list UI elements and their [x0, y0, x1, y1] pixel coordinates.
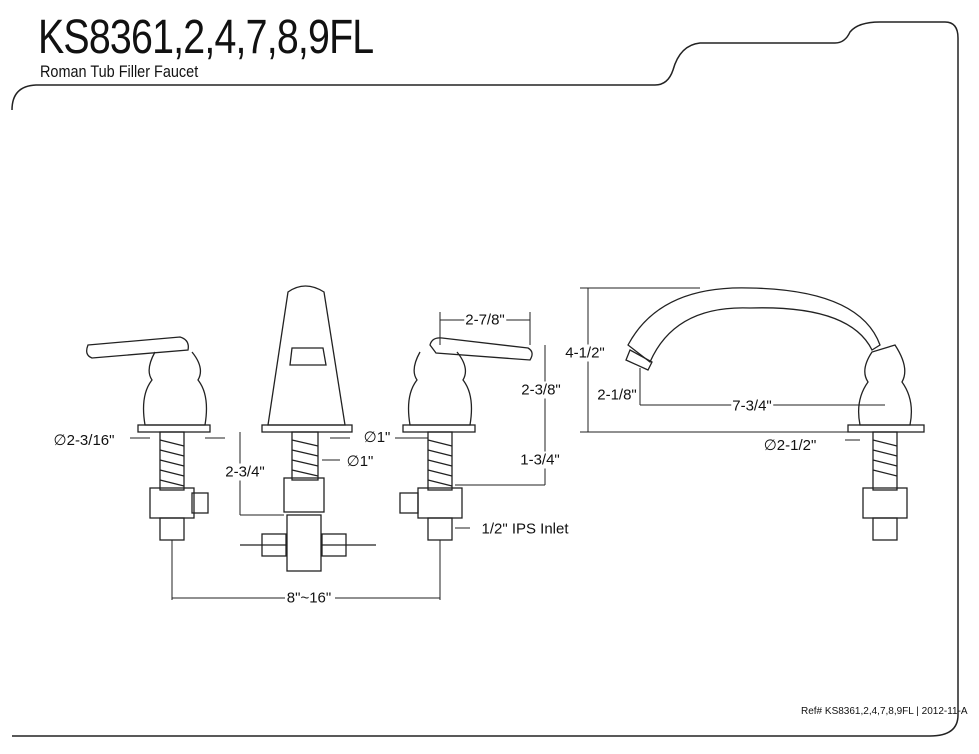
dim-spout-height: 4-1/2" [564, 344, 606, 362]
sheet-frame [11, 21, 959, 737]
page-subtitle: Roman Tub Filler Faucet [40, 62, 199, 81]
dim-handle-width: 2-7/8" [464, 311, 506, 329]
dim-max-deck-right: 1-3/4" [519, 451, 561, 469]
dim-max-deck-left: 2-3/4" [224, 463, 266, 481]
dim-inlet: 1/2" IPS Inlet [480, 520, 570, 538]
reference-number: Ref# KS8361,2,4,7,8,9FL | 2012-11-A [801, 706, 968, 717]
dim-spout-reach: 7-3/4" [731, 397, 773, 415]
side-spout-drawing [625, 287, 925, 541]
right-handle-drawing [399, 337, 533, 541]
left-handle-drawing [86, 336, 211, 541]
dim-handle-base-dia: ∅2-3/16" [52, 431, 116, 449]
dim-stem-dia-center: ∅1" [345, 452, 375, 470]
dim-spout-outlet-height: 2-1/8" [596, 386, 638, 404]
dim-stem-dia-right: ∅1" [362, 428, 392, 446]
dim-spread: 8"~16" [285, 589, 333, 607]
page-title: KS8361,2,4,7,8,9FL [38, 11, 374, 64]
center-spout-drawing [240, 285, 376, 572]
dim-spout-base-dia: ∅2-1/2" [762, 436, 818, 454]
dim-handle-height: 2-3/8" [520, 381, 562, 399]
